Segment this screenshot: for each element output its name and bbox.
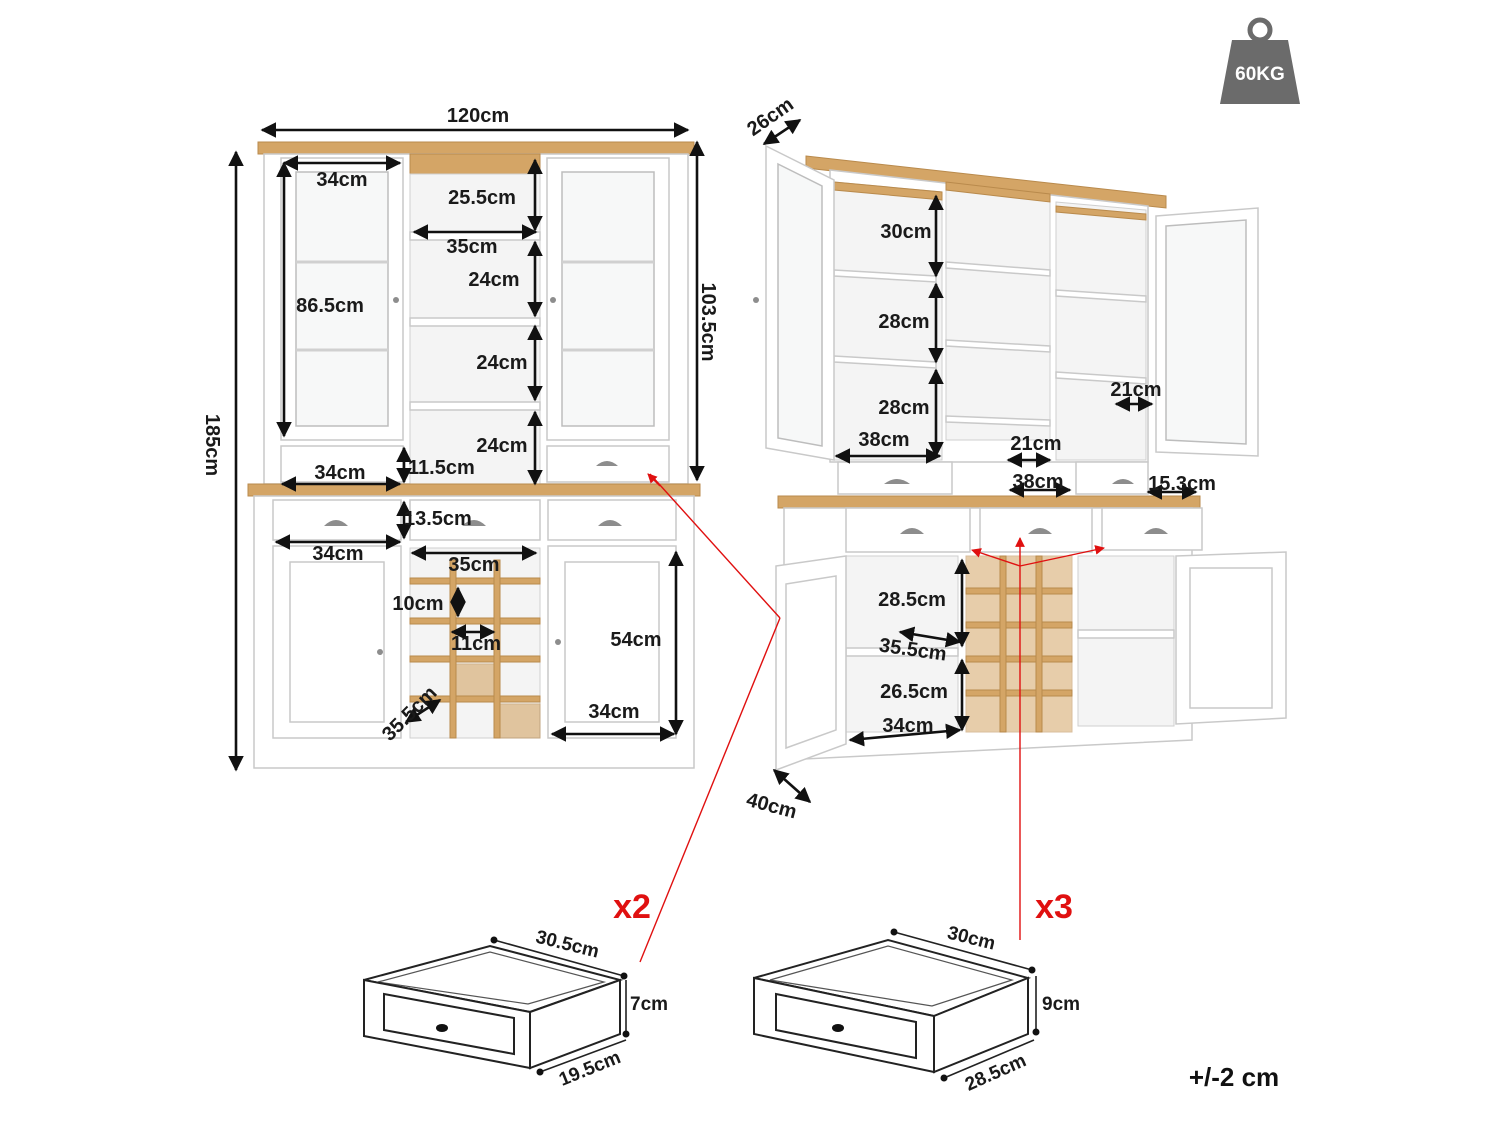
height-hutch-label: 103.5cm bbox=[697, 283, 719, 362]
large-drawer-count: x3 bbox=[1035, 888, 1073, 926]
large-drawer-height-label: 9cm bbox=[1042, 994, 1080, 1015]
lower-28-5-label: 28.5cm bbox=[878, 589, 946, 611]
inner-21-center-label: 21cm bbox=[1010, 433, 1061, 455]
door-width-top-label: 34cm bbox=[316, 169, 367, 191]
lower-34-label: 34cm bbox=[882, 715, 933, 737]
lower-door-width-label: 34cm bbox=[312, 543, 363, 565]
large-drawer-width-label: 30cm bbox=[945, 923, 997, 955]
small-drawer-width-label: 30.5cm bbox=[534, 927, 602, 963]
center-top-gap-label: 25.5cm bbox=[448, 187, 516, 209]
drawer-15-3-label: 15.3cm bbox=[1148, 473, 1216, 495]
small-drawer-height-label: 7cm bbox=[630, 994, 668, 1015]
small-drawer-count: x2 bbox=[613, 888, 651, 926]
center-shelf-1-label: 24cm bbox=[468, 269, 519, 291]
wine-cell-height-label: 10cm bbox=[392, 593, 443, 615]
width-total-label: 120cm bbox=[447, 105, 509, 127]
center-width-label: 35cm bbox=[446, 236, 497, 258]
shelf-30-label: 30cm bbox=[880, 221, 931, 243]
depth-bottom-label: 40cm bbox=[744, 789, 799, 823]
drawer-height-label: 13.5cm bbox=[404, 508, 472, 530]
angled-dimension-lines bbox=[762, 118, 1198, 804]
wine-rack bbox=[409, 559, 541, 739]
door-height-top-label: 86.5cm bbox=[296, 295, 364, 317]
height-total-label: 185cm bbox=[201, 414, 223, 476]
lower-26-5-label: 26.5cm bbox=[880, 681, 948, 703]
shelf-28a-label: 28cm bbox=[878, 311, 929, 333]
lower-door-height-label: 54cm bbox=[610, 629, 661, 651]
shelf-28b-label: 28cm bbox=[878, 397, 929, 419]
tolerance-label: +/-2 cm bbox=[1189, 1062, 1279, 1092]
front-dimension-lines bbox=[228, 122, 705, 772]
center-shelf-2-label: 24cm bbox=[476, 352, 527, 374]
lower-door-width-right-label: 34cm bbox=[588, 701, 639, 723]
small-drawer-illustration bbox=[363, 936, 630, 1076]
wine-rack-width-label: 35cm bbox=[448, 554, 499, 576]
angled-wine-rack bbox=[965, 555, 1073, 733]
center-shelf-3-label: 24cm bbox=[476, 435, 527, 457]
angled-view-cabinet bbox=[753, 144, 1287, 772]
wine-cell-width-label: 11cm bbox=[451, 633, 501, 655]
upper-width-label: 38cm bbox=[858, 429, 909, 451]
small-drawer-width-label: 34cm bbox=[314, 462, 365, 484]
front-labels: 120cm 185cm 103.5cm 34cm 86.5cm 25.5cm 3… bbox=[201, 105, 719, 746]
depth-top-label: 26cm bbox=[743, 93, 798, 140]
weight-label: 60KG bbox=[1235, 64, 1285, 85]
drawer-38-label: 38cm bbox=[1012, 471, 1063, 493]
large-drawer-illustration bbox=[753, 928, 1040, 1082]
inner-21-right-label: 21cm bbox=[1110, 379, 1161, 401]
weight-icon: 60KG bbox=[1220, 17, 1300, 104]
callout-lines bbox=[639, 473, 1105, 963]
small-drawer-height-label: 11.5cm bbox=[408, 457, 475, 479]
